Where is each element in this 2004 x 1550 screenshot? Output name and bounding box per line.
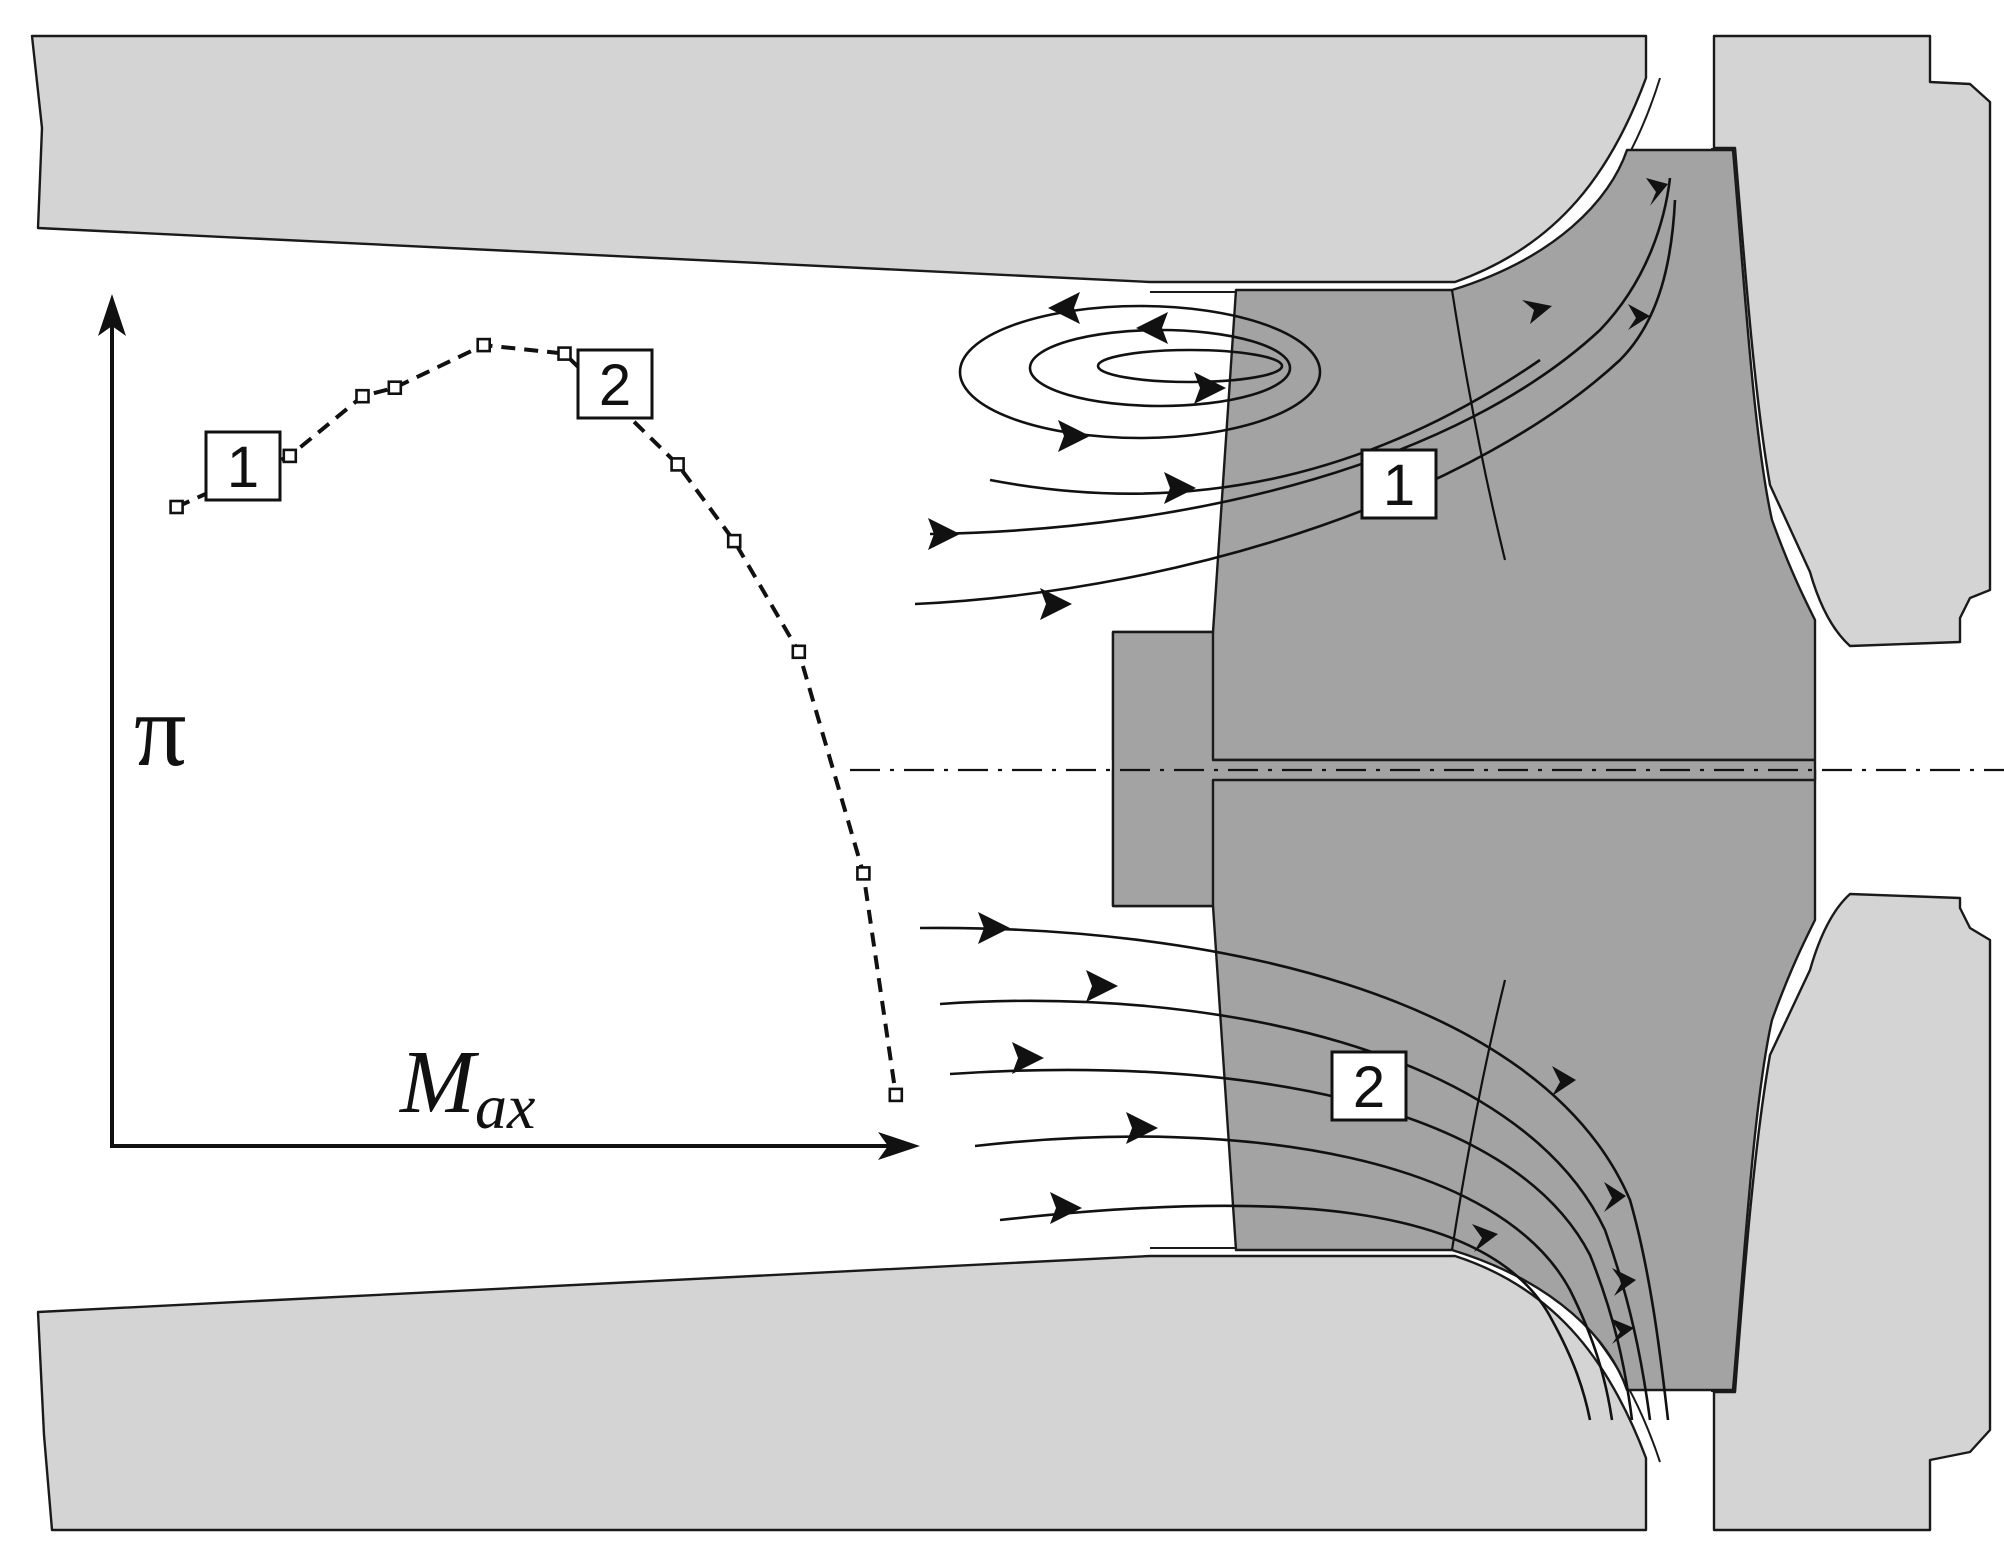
arrow-vortex-5 [1164, 472, 1196, 504]
housing-bottom-right [1712, 892, 1992, 1532]
arrow-lower-2 [1086, 970, 1118, 1002]
streamline-lower-5 [999, 1204, 1592, 1421]
plot-x-axis-arrowhead [878, 1132, 920, 1160]
arrow-lower-6 [1552, 1066, 1576, 1096]
surge-line-curve [175, 343, 898, 1096]
housing-top-left [30, 34, 1648, 284]
housing-top-right [1712, 34, 1992, 648]
arrow-vortex-1 [1048, 292, 1080, 324]
arrow-vortex-3 [1194, 372, 1226, 404]
data-point-marker-5 [476, 337, 492, 353]
data-point-marker-3 [355, 388, 370, 404]
vortex-ring-inner [1096, 348, 1284, 384]
vortex-ring-outer [958, 304, 1322, 440]
streamline-upper-3 [914, 199, 1677, 606]
plot-callout-2-text: 2 [599, 353, 631, 418]
performance-plot: π Max 1 2 [98, 294, 920, 1160]
data-point-marker-10 [856, 866, 871, 881]
arrow-lower-1 [978, 912, 1010, 944]
streamline-lower-2 [939, 999, 1652, 1421]
impeller-callout-2-text: 2 [1353, 1055, 1385, 1120]
streamline-upper-1 [989, 358, 1541, 495]
arrow-lower-9 [1610, 1318, 1634, 1344]
data-point-marker-1 [169, 499, 184, 515]
arrow-upper-2 [1040, 588, 1072, 620]
blade-edge-bottom [1450, 979, 1507, 1251]
surge-line-series [169, 337, 904, 1103]
data-point-marker-2 [282, 448, 298, 464]
plot-y-label: π [134, 673, 187, 788]
impeller-callout-1-text: 1 [1383, 453, 1415, 518]
impeller-callout-1: 1 [1360, 448, 1438, 520]
plot-callout-1: 1 [204, 430, 282, 502]
arrow-lower-8 [1612, 1268, 1636, 1296]
flow-arrowheads [928, 178, 1668, 1344]
streamline-lower-4 [974, 1135, 1614, 1421]
arrow-upper-4 [1628, 304, 1650, 330]
arrow-upper-5 [1646, 178, 1668, 206]
plot-callout-2: 2 [576, 348, 654, 420]
plot-y-axis-arrowhead [98, 294, 126, 336]
data-point-marker-9 [791, 644, 807, 660]
arrow-lower-3 [1012, 1042, 1044, 1074]
data-point-marker-4 [387, 380, 403, 396]
arrow-lower-10 [1472, 1224, 1498, 1252]
plot-x-label-sub: ax [475, 1071, 535, 1142]
compressor-housing [30, 34, 1992, 1532]
plot-x-label-main: M [398, 1033, 480, 1132]
streamlines-normal [919, 926, 1670, 1421]
arrow-lower-5 [1050, 1192, 1082, 1224]
plot-callout-1-text: 1 [227, 435, 259, 500]
data-point-marker-7 [670, 457, 685, 472]
arrow-lower-4 [1126, 1112, 1158, 1144]
arrow-vortex-2 [1136, 312, 1168, 344]
arrow-upper-3 [1522, 300, 1552, 324]
streamline-lower-1 [919, 926, 1670, 1421]
streamline-upper-2 [929, 177, 1672, 536]
streamline-lower-3 [949, 1068, 1634, 1421]
impeller-callout-2: 2 [1330, 1050, 1408, 1122]
impeller-blade-top [1111, 148, 1817, 762]
blade-edge-top [1450, 289, 1507, 561]
arrow-vortex-4 [1058, 420, 1090, 452]
data-point-marker-8 [726, 533, 742, 549]
arrow-lower-7 [1604, 1182, 1626, 1212]
housing-bottom-left [36, 1254, 1648, 1532]
data-point-marker-6 [557, 346, 572, 361]
arrow-upper-1 [928, 518, 960, 550]
plot-x-label: Max [398, 1033, 535, 1142]
streamlines-surge [914, 177, 1677, 606]
data-point-marker-11 [888, 1087, 904, 1103]
